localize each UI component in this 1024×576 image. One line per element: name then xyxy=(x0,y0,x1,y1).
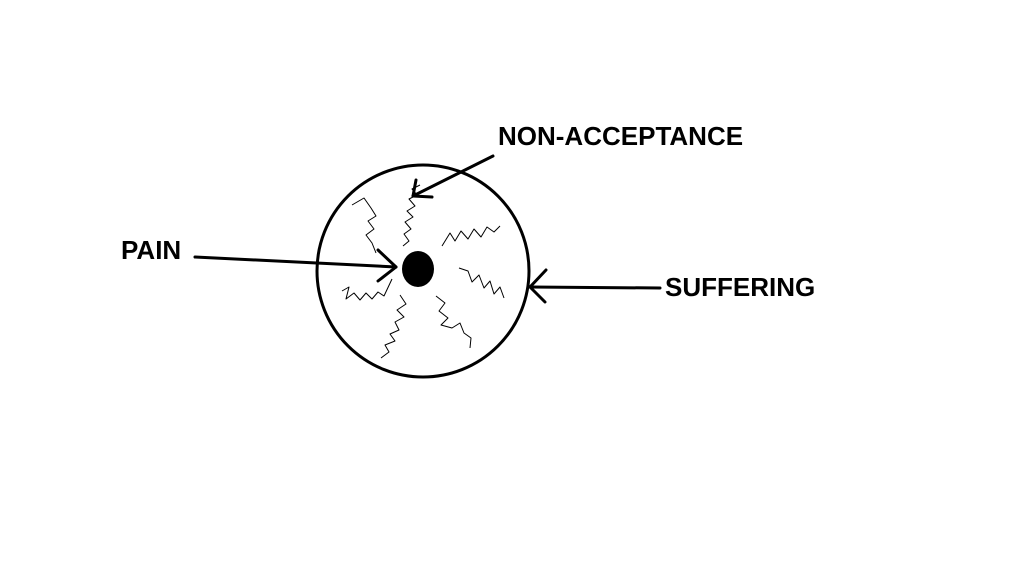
non-acceptance-label: NON-ACCEPTANCE xyxy=(498,121,744,151)
arrows xyxy=(193,154,662,304)
squiggle xyxy=(441,225,501,247)
pain-label: PAIN xyxy=(121,235,182,265)
squiggle xyxy=(341,278,393,301)
non-acceptance-squiggles xyxy=(341,184,505,359)
suffering-circle xyxy=(315,163,531,379)
squiggle xyxy=(458,267,505,299)
pain-core xyxy=(402,251,434,287)
squiggle xyxy=(380,294,407,359)
suffering-arrowhead xyxy=(528,268,548,304)
non-acceptance-arrow xyxy=(411,154,495,198)
squiggle xyxy=(351,197,377,254)
suffering-label: SUFFERING xyxy=(665,272,816,302)
pain-arrow xyxy=(193,255,398,269)
non-acceptance-arrowhead xyxy=(411,178,434,199)
pain-arrowhead xyxy=(376,248,398,283)
squiggle xyxy=(435,295,472,349)
suffering-arrow xyxy=(528,285,662,290)
